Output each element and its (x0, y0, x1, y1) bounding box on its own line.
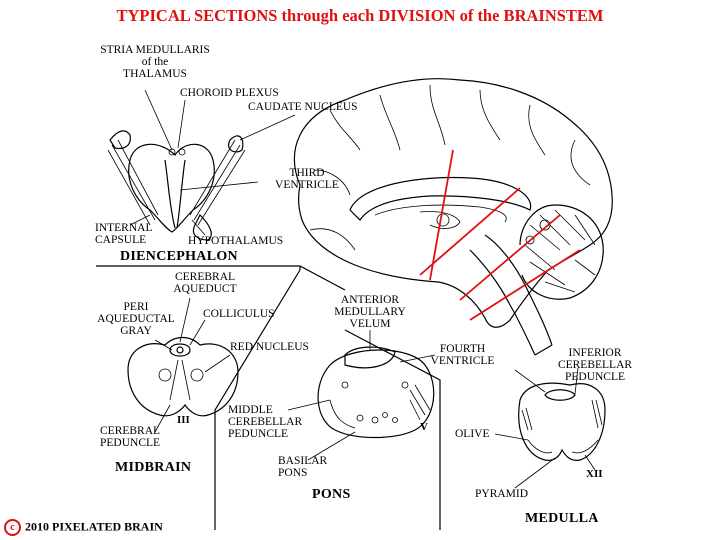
label-choroid-plexus: CHOROID PLEXUS (180, 87, 279, 99)
label-stria-medullaris: STRIA MEDULLARIS of the THALAMUS (100, 44, 210, 80)
division-medulla: MEDULLA (525, 511, 599, 526)
pons-section (287, 330, 436, 461)
midbrain-section (127, 297, 239, 433)
copyright-icon: c (4, 519, 21, 536)
copyright-notice: c 2010 PIXELATED BRAIN (4, 519, 163, 536)
label-pyramid: PYRAMID (475, 488, 529, 500)
section-dividers (96, 265, 441, 530)
division-midbrain: MIDBRAIN (115, 460, 192, 475)
label-basilar-pons: BASILAR PONS (278, 455, 328, 479)
nerve-label-v: V (420, 421, 428, 433)
label-colliculus: COLLICULUS (203, 308, 275, 320)
diencephalon-section (107, 89, 296, 241)
label-cerebral-aqueduct: CEREBRAL AQUEDUCT (173, 271, 237, 295)
nerve-label-iii: III (177, 414, 190, 426)
copyright-text: 2010 PIXELATED BRAIN (25, 519, 163, 534)
medulla-section (494, 367, 606, 489)
sagittal-brain (293, 78, 613, 356)
label-hypothalamus: HYPOTHALAMUS (188, 235, 284, 247)
division-diencephalon: DIENCEPHALON (120, 249, 238, 264)
diagram-title: TYPICAL SECTIONS through each DIVISION o… (116, 6, 604, 25)
label-periaqueductal-gray: PERI AQUEDUCTAL GRAY (97, 301, 175, 337)
label-cerebral-peduncle: CEREBRAL PEDUNCLE (100, 425, 161, 449)
label-middle-cerebellar-peduncle: MIDDLE CEREBELLAR PEDUNCLE (228, 404, 303, 440)
label-fourth-ventricle: FOURTH VENTRICLE (430, 343, 495, 367)
label-anterior-medullary-velum: ANTERIOR MEDULLARY VELUM (334, 294, 406, 330)
label-red-nucleus: RED NUCLEUS (230, 341, 309, 353)
label-inferior-cerebellar-peduncle: INFERIOR CEREBELLAR PEDUNCLE (557, 347, 633, 383)
label-third-ventricle: THIRD VENTRICLE (275, 167, 339, 191)
label-caudate-nucleus: CAUDATE NUCLEUS (248, 101, 358, 113)
nerve-label-xii: XII (586, 468, 603, 480)
label-olive: OLIVE (455, 428, 490, 440)
label-internal-capsule: INTERNAL CAPSULE (95, 222, 153, 246)
division-pons: PONS (312, 487, 351, 502)
